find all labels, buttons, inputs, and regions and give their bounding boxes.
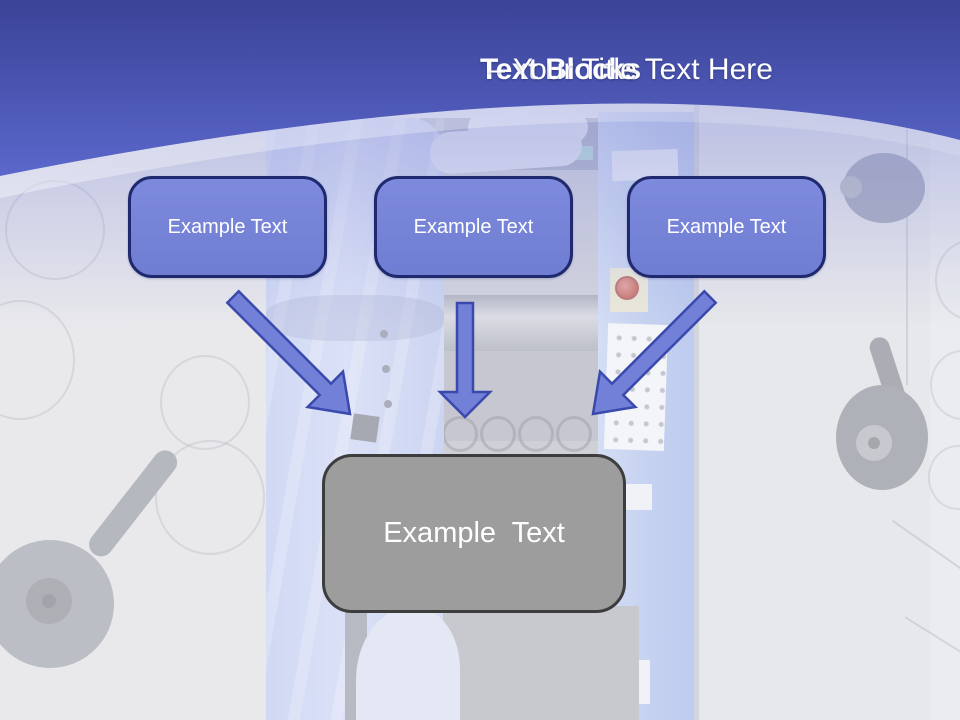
text-block-2: Example Text — [374, 176, 573, 278]
text-block-label: Example Text — [167, 215, 288, 238]
bg-worker-button — [380, 330, 388, 338]
header-band — [0, 0, 960, 198]
bg-worker-button — [384, 400, 392, 408]
bg-coil — [480, 416, 516, 452]
bg-bottom-machine — [443, 606, 639, 720]
bg-coil — [518, 416, 554, 452]
text-block-1: Example Text — [128, 176, 327, 278]
bg-bottom-fabric — [356, 606, 460, 720]
title-remainder: – Your Title Text Here — [480, 53, 773, 86]
header-curve-shape — [0, 0, 960, 176]
bg-handwheel-dot — [42, 594, 56, 608]
header-highlight-band — [0, 103, 960, 198]
result-block-label: Example Text — [383, 517, 565, 549]
bg-mid-right-reel-dot — [868, 437, 880, 449]
bg-switch-plate — [622, 484, 652, 510]
bg-circle-outline — [155, 440, 265, 555]
title-emphasis: Text Blocks — [480, 53, 641, 86]
text-block-3: Example Text — [627, 176, 826, 278]
bg-worker-button — [382, 365, 390, 373]
text-block-label: Example Text — [666, 215, 787, 238]
text-block-label: Example Text — [413, 215, 534, 238]
result-block: Example Text — [322, 454, 626, 613]
bg-coil — [556, 416, 592, 452]
